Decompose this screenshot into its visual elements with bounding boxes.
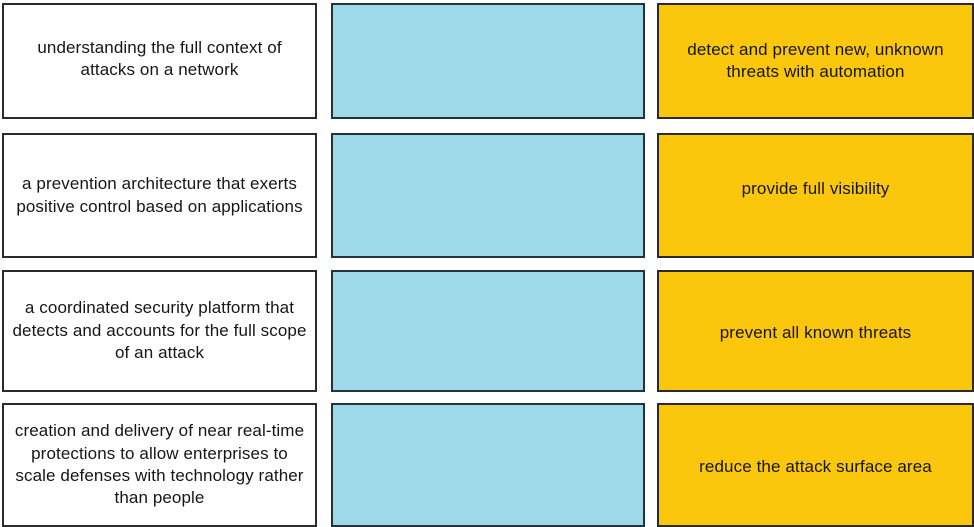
drop-target-2[interactable] [331, 133, 645, 258]
term-card-2[interactable]: provide full visibility [657, 133, 974, 258]
term-card-4[interactable]: reduce the attack surface area [657, 403, 974, 527]
definition-text-4: creation and delivery of near real-time … [14, 421, 305, 508]
definition-text-3: a coordinated security platform that det… [12, 298, 307, 363]
term-text-2: provide full visibility [741, 179, 890, 199]
drop-target-3[interactable] [331, 270, 645, 392]
definition-card-2[interactable]: a prevention architecture that exerts po… [2, 133, 317, 258]
term-card-3[interactable]: prevent all known threats [657, 270, 974, 392]
definition-card-1[interactable]: understanding the full context of attack… [2, 3, 317, 119]
term-card-1[interactable]: detect and prevent new, unknown threats … [657, 3, 974, 119]
definition-card-3[interactable]: a coordinated security platform that det… [2, 270, 317, 392]
term-text-3: prevent all known threats [719, 322, 912, 342]
definition-text-2: a prevention architecture that exerts po… [16, 174, 303, 216]
term-text-1: detect and prevent new, unknown threats … [687, 39, 944, 81]
definition-card-4[interactable]: creation and delivery of near real-time … [2, 403, 317, 527]
drop-target-1[interactable] [331, 3, 645, 119]
definition-text-1: understanding the full context of attack… [37, 37, 282, 79]
term-text-4: reduce the attack surface area [699, 456, 932, 476]
drop-target-4[interactable] [331, 403, 645, 527]
